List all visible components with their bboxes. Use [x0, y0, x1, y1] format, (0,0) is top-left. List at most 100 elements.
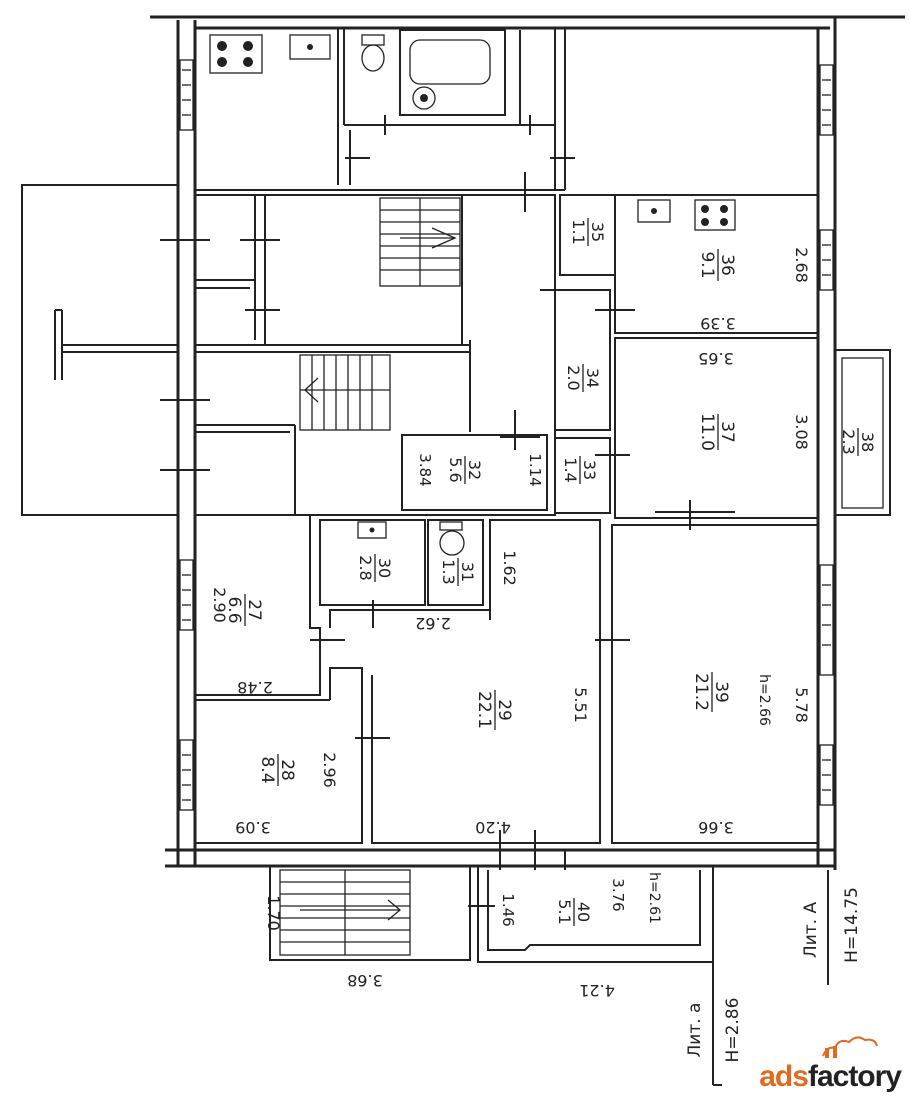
room-label-33: 33 1.4: [561, 456, 599, 484]
room-area: 22.1: [474, 691, 494, 729]
room-label-28: 28 8.4: [257, 754, 297, 786]
entrance: [269, 865, 722, 1086]
room-num: 33: [580, 460, 599, 480]
room-area: 2.3: [839, 429, 858, 454]
room-num: 40: [574, 902, 593, 922]
toilet-icon: [439, 521, 465, 556]
room-label-40: 40 5.1: [555, 898, 593, 926]
room-label-35: 35 1.1: [569, 218, 607, 246]
room-32: [401, 434, 548, 511]
room-area: 5.1: [555, 899, 574, 924]
room-area: 6.6: [224, 596, 244, 623]
height-r39: h=2.66: [756, 674, 772, 726]
room-label-39: 39 21.2: [691, 672, 731, 712]
stove-icon: [209, 34, 263, 74]
dim-stair-a: 1.70: [264, 895, 283, 931]
room-num: 34: [583, 368, 602, 388]
dim-stair-b: 3.68: [347, 971, 383, 990]
toilet-icon: [361, 34, 385, 72]
room-36: [614, 194, 819, 334]
left-apartment: [195, 514, 601, 870]
room-num: 36: [717, 254, 737, 276]
dim-r27-a: 2.90: [210, 587, 229, 623]
dim-r28-a: 2.96: [320, 752, 339, 788]
liter-a-small-height: H=2.86: [723, 998, 743, 1063]
dim-r37-a: 3.65: [698, 349, 734, 368]
liter-labels: Лит. А H=14.75 Лит. а H=2.86: [685, 870, 862, 1062]
room-area: 8.4: [257, 756, 277, 783]
room-area: 5.6: [446, 457, 465, 482]
room-label-27: 27 6.6: [224, 594, 264, 626]
liter-a-small-label: Лит. а: [685, 1003, 705, 1058]
room-38: [834, 349, 891, 516]
sink-icon: [637, 199, 671, 223]
dim-r36-a: 3.39: [700, 314, 736, 333]
dim-r39-b: 3.66: [698, 818, 734, 837]
room-label-30: 30 2.8: [356, 554, 394, 582]
dim-r32-b: 1.14: [526, 453, 544, 486]
room-area: 1.3: [439, 559, 458, 584]
room-area: 1.1: [569, 219, 588, 244]
room-area: 2.0: [564, 365, 583, 390]
room-num: 27: [244, 599, 264, 621]
sink-icon: [289, 34, 331, 60]
height-r40: h=2.61: [646, 872, 662, 924]
liter-a-big-height: H=14.75: [842, 887, 862, 963]
watermark-logo: adsfactory: [759, 1036, 902, 1094]
factory-smoke-icon: [822, 1036, 878, 1058]
room-num: 35: [588, 222, 607, 242]
dim-r37-b: 3.08: [792, 414, 811, 450]
room-37: [614, 337, 819, 530]
dimension-labels: 2.90 2.48 2.96 3.09 4.20 5.51 2.62 1.62 …: [210, 247, 811, 1000]
room-label-37: 37 11.0: [697, 413, 737, 451]
dim-r28-b: 3.09: [235, 818, 271, 837]
room-num: 38: [858, 432, 877, 452]
room-area: 1.4: [561, 457, 580, 482]
stair-arrow-icon: [379, 197, 461, 287]
room-label-31: 31 1.3: [439, 558, 477, 586]
dim-r29-b: 5.51: [571, 687, 590, 723]
room-num: 29: [494, 699, 514, 721]
sink-icon: [357, 521, 387, 539]
dim-r40-b: 3.76: [609, 878, 627, 911]
window-icon: [179, 59, 834, 811]
bathtub-icon: [409, 39, 491, 110]
liter-a-big-label: Лит. А: [801, 902, 821, 959]
dim-r36-b: 2.68: [792, 247, 811, 283]
left-annex: [21, 184, 179, 516]
room-area: 11.0: [697, 413, 717, 451]
dim-r29-c: 2.62: [415, 614, 451, 633]
room-num: 28: [277, 759, 297, 781]
room-label-34: 34 2.0: [564, 364, 602, 392]
dim-r39-a: 5.78: [792, 687, 811, 723]
dim-r29-a: 4.20: [475, 818, 511, 837]
stair-arrow-icon: [299, 354, 391, 431]
room-area: 21.2: [691, 673, 711, 711]
room-labels: 27 6.6 28 8.4 29 22.1 30 2.8 31 1.3 32 5…: [224, 218, 877, 926]
height-labels: h=2.66 h=2.61: [646, 674, 772, 924]
room-label-29: 29 22.1: [474, 690, 514, 730]
watermark-part1: ads: [759, 1060, 809, 1093]
outer-walls: [150, 15, 905, 870]
watermark-part2: factory: [807, 1060, 902, 1093]
stair-core: [160, 194, 556, 516]
small-rooms: [540, 194, 635, 514]
room-area: 2.8: [356, 555, 375, 580]
dim-r29-d: 1.62: [500, 550, 519, 586]
stove-icon: [694, 199, 736, 231]
dim-bottom-a: 4.21: [579, 981, 615, 1000]
room-label-32: 32 5.6: [446, 456, 484, 484]
room-num: 32: [465, 460, 484, 480]
stair-arrow-icon: [300, 899, 402, 921]
room-label-38: 38 2.3: [839, 428, 877, 456]
dim-r27-b: 2.48: [237, 678, 273, 697]
dim-r40-a: 1.46: [499, 893, 517, 926]
room-area: 9.1: [697, 251, 717, 278]
dim-r32-a: 3.84: [416, 453, 434, 486]
room-num: 37: [717, 421, 737, 443]
room-num: 39: [711, 681, 731, 703]
room-num: 31: [458, 562, 477, 582]
room-num: 30: [375, 558, 394, 578]
room-label-36: 36 9.1: [697, 249, 737, 281]
